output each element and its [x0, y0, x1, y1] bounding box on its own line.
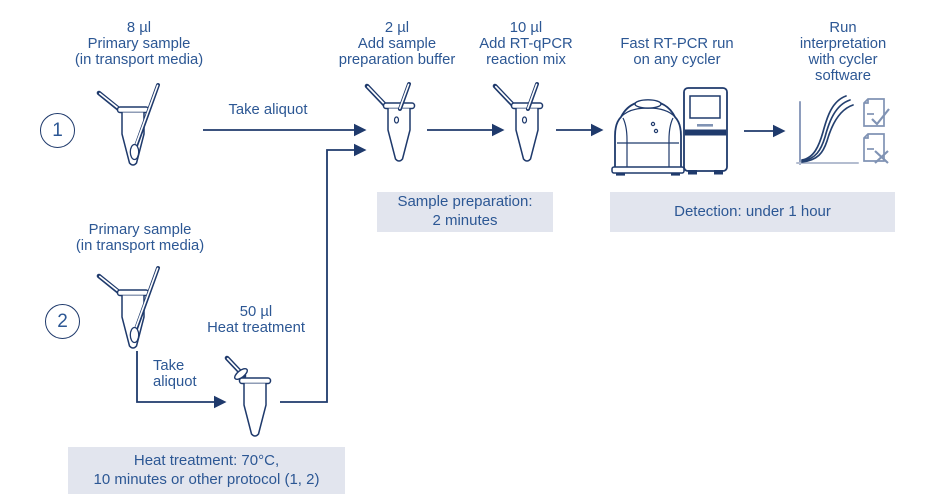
prep-buffer-tube-icon [367, 84, 415, 161]
flow-arrows [136, 123, 786, 409]
label-interpretation: Run interpretation with cycler software [799, 20, 887, 84]
primary-sample-tube-2-icon [99, 268, 158, 348]
label-pcr-run: Fast RT-PCR run on any cycler [620, 36, 734, 68]
checkmark-icon [871, 108, 890, 126]
thermocycler-dome-icon [611, 99, 685, 176]
label-heat-treatment-tube: 50 µl Heat treatment [207, 304, 305, 336]
label-reaction-mix: 10 µl Add RT-qPCR reaction mix [479, 20, 573, 68]
label-primary-sample-1: 8 µl Primary sample (in transport media) [74, 20, 204, 68]
label-take-aliquot-2: Take aliquot [153, 358, 197, 390]
primary-sample-tube-1-icon [99, 85, 158, 165]
callout-detection: Detection: under 1 hour [610, 192, 895, 232]
label-take-aliquot-1: Take aliquot [228, 102, 308, 118]
heat-treatment-tube-icon [227, 358, 271, 436]
take-aliquot-2-arrow [136, 351, 227, 409]
thermocycler-tower-icon [683, 87, 728, 175]
callout-sample-preparation: Sample preparation: 2 minutes [377, 192, 553, 232]
heat-return-arrow [280, 143, 367, 403]
callout-heat-treatment: Heat treatment: 70°C, 10 minutes or othe… [68, 447, 345, 494]
report-pass-icon [863, 98, 890, 127]
reaction-mix-tube-icon [495, 84, 543, 161]
x-mark-icon [874, 150, 889, 164]
label-primary-sample-2: Primary sample (in transport media) [75, 222, 205, 254]
amplification-curves-icon [796, 95, 859, 165]
step-2-badge: 2 [45, 304, 80, 339]
step-1-badge: 1 [40, 113, 75, 148]
label-prep-buffer: 2 µl Add sample preparation buffer [338, 20, 456, 68]
report-fail-icon [863, 133, 889, 164]
